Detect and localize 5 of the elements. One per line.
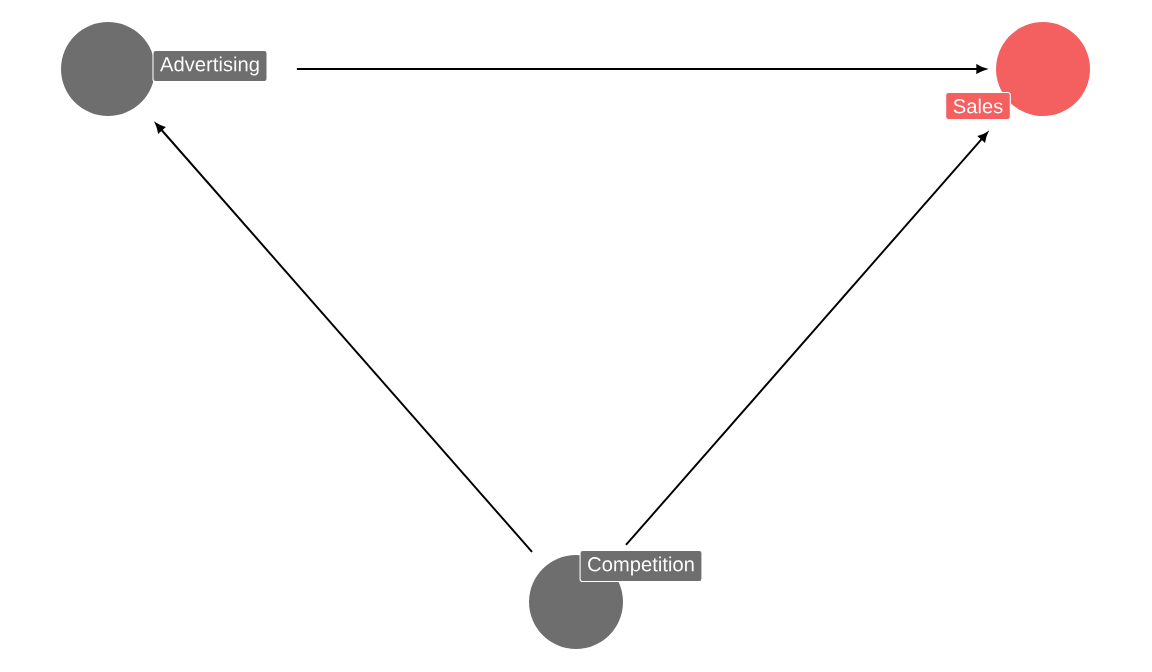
arrow [625, 131, 988, 546]
node-label: Sales [953, 98, 1003, 114]
arrow [155, 122, 533, 553]
node-label: Advertising [160, 56, 259, 76]
arrow [295, 64, 987, 74]
